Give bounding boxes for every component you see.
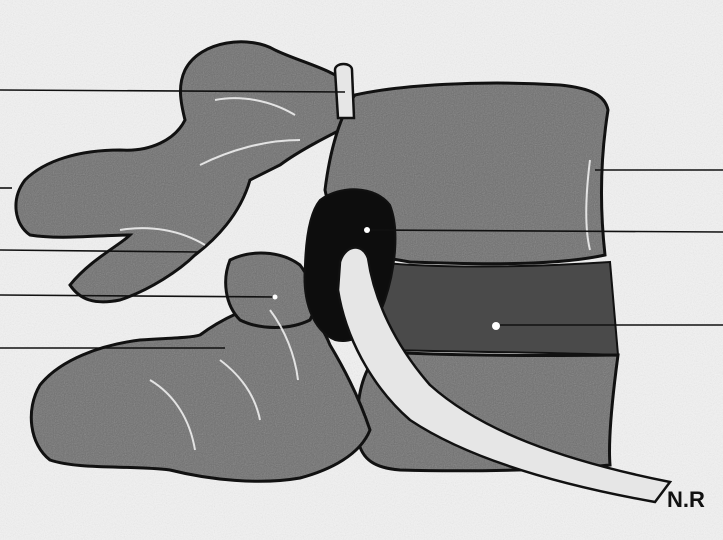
pointer-dot-facet xyxy=(273,295,278,300)
facet-joint xyxy=(226,253,315,327)
marker-pin xyxy=(335,64,354,118)
pointer-dot-foramen xyxy=(364,227,370,233)
intervertebral-disc xyxy=(371,262,618,355)
pointer-dot-disc xyxy=(492,322,500,330)
nerve-root-label: N.R xyxy=(667,487,705,513)
